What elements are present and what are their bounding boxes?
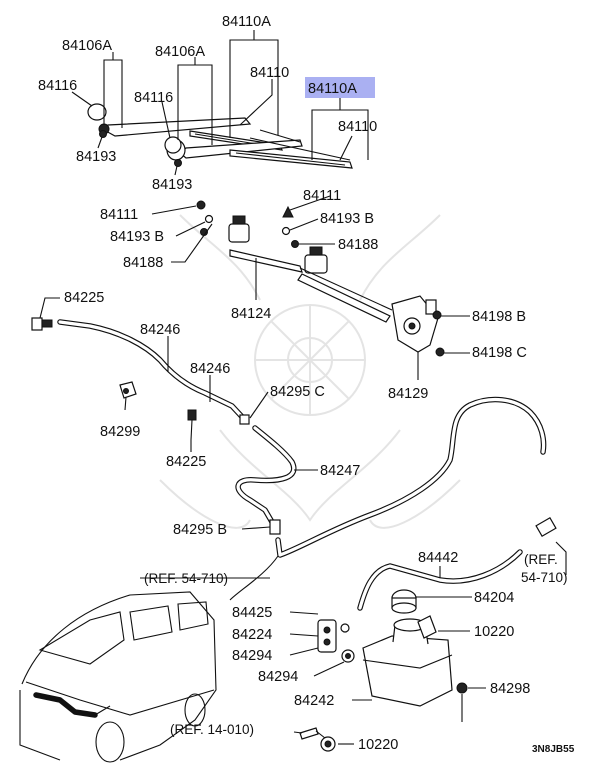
watermark-emblem (159, 214, 461, 529)
label-84224[interactable]: 84224 (232, 627, 272, 643)
label-84442[interactable]: 84442 (418, 550, 458, 566)
label-84198B[interactable]: 84198 B (472, 309, 526, 325)
label-84124[interactable]: 84124 (231, 306, 271, 322)
ref-54-710-left[interactable]: (REF. 54-710) (144, 571, 228, 586)
label-10220-top[interactable]: 10220 (474, 624, 514, 640)
label-84106A-left[interactable]: 84106A (62, 38, 112, 54)
label-84246-b[interactable]: 84246 (190, 361, 230, 377)
wiper-assembly (87, 103, 353, 169)
wiper-linkage (196, 200, 445, 357)
label-84294-a[interactable]: 84294 (232, 648, 272, 664)
ref-54-710-right-line2[interactable]: 54-710) (521, 570, 568, 585)
part-labels: 84110A 84106A 84106A 84110 84110A 84116 … (38, 14, 575, 755)
label-84116-mid[interactable]: 84116 (134, 90, 173, 106)
label-84204[interactable]: 84204 (474, 590, 514, 606)
label-84198C[interactable]: 84198 C (472, 345, 527, 361)
label-84225-bot[interactable]: 84225 (166, 454, 206, 470)
label-84111-right[interactable]: 84111 (303, 188, 341, 204)
diagram-code: 3N8JB55 (532, 744, 575, 755)
label-84294-b[interactable]: 84294 (258, 669, 298, 685)
label-84246-a[interactable]: 84246 (140, 322, 180, 338)
label-84193B-right[interactable]: 84193 B (320, 211, 374, 227)
label-84116-left[interactable]: 84116 (38, 78, 77, 94)
vehicle-outline (19, 591, 217, 763)
label-84129[interactable]: 84129 (388, 386, 428, 402)
label-84193-mid[interactable]: 84193 (152, 177, 192, 193)
selected-part-highlight (305, 77, 375, 98)
label-84106A-mid[interactable]: 84106A (155, 44, 205, 60)
label-84295C[interactable]: 84295 C (270, 384, 325, 400)
label-84425[interactable]: 84425 (232, 605, 272, 621)
leader-lines (39, 30, 567, 745)
label-84110A-top[interactable]: 84110A (222, 14, 271, 30)
label-10220-bot[interactable]: 10220 (358, 737, 398, 753)
washer-tank (299, 589, 468, 752)
label-84193B-left[interactable]: 84193 B (110, 229, 164, 245)
washer-hoses (31, 317, 557, 611)
label-84188-left[interactable]: 84188 (123, 255, 163, 271)
label-84188-right[interactable]: 84188 (338, 237, 378, 253)
label-84110-right[interactable]: 84110 (338, 119, 377, 135)
label-84298[interactable]: 84298 (490, 681, 530, 697)
label-84193-left[interactable]: 84193 (76, 149, 116, 165)
label-84110-mid[interactable]: 84110 (250, 65, 289, 81)
label-84295B[interactable]: 84295 B (173, 522, 227, 538)
label-84242[interactable]: 84242 (294, 693, 334, 709)
label-84299[interactable]: 84299 (100, 424, 140, 440)
ref-14-010[interactable]: (REF. 14-010) (170, 722, 254, 737)
ref-54-710-right-line1[interactable]: (REF. (524, 552, 558, 567)
label-84111-left[interactable]: 84111 (100, 207, 138, 223)
label-84110A-selected[interactable]: 84110A (308, 81, 357, 97)
label-84247[interactable]: 84247 (320, 463, 360, 479)
label-84225-top[interactable]: 84225 (64, 290, 104, 306)
